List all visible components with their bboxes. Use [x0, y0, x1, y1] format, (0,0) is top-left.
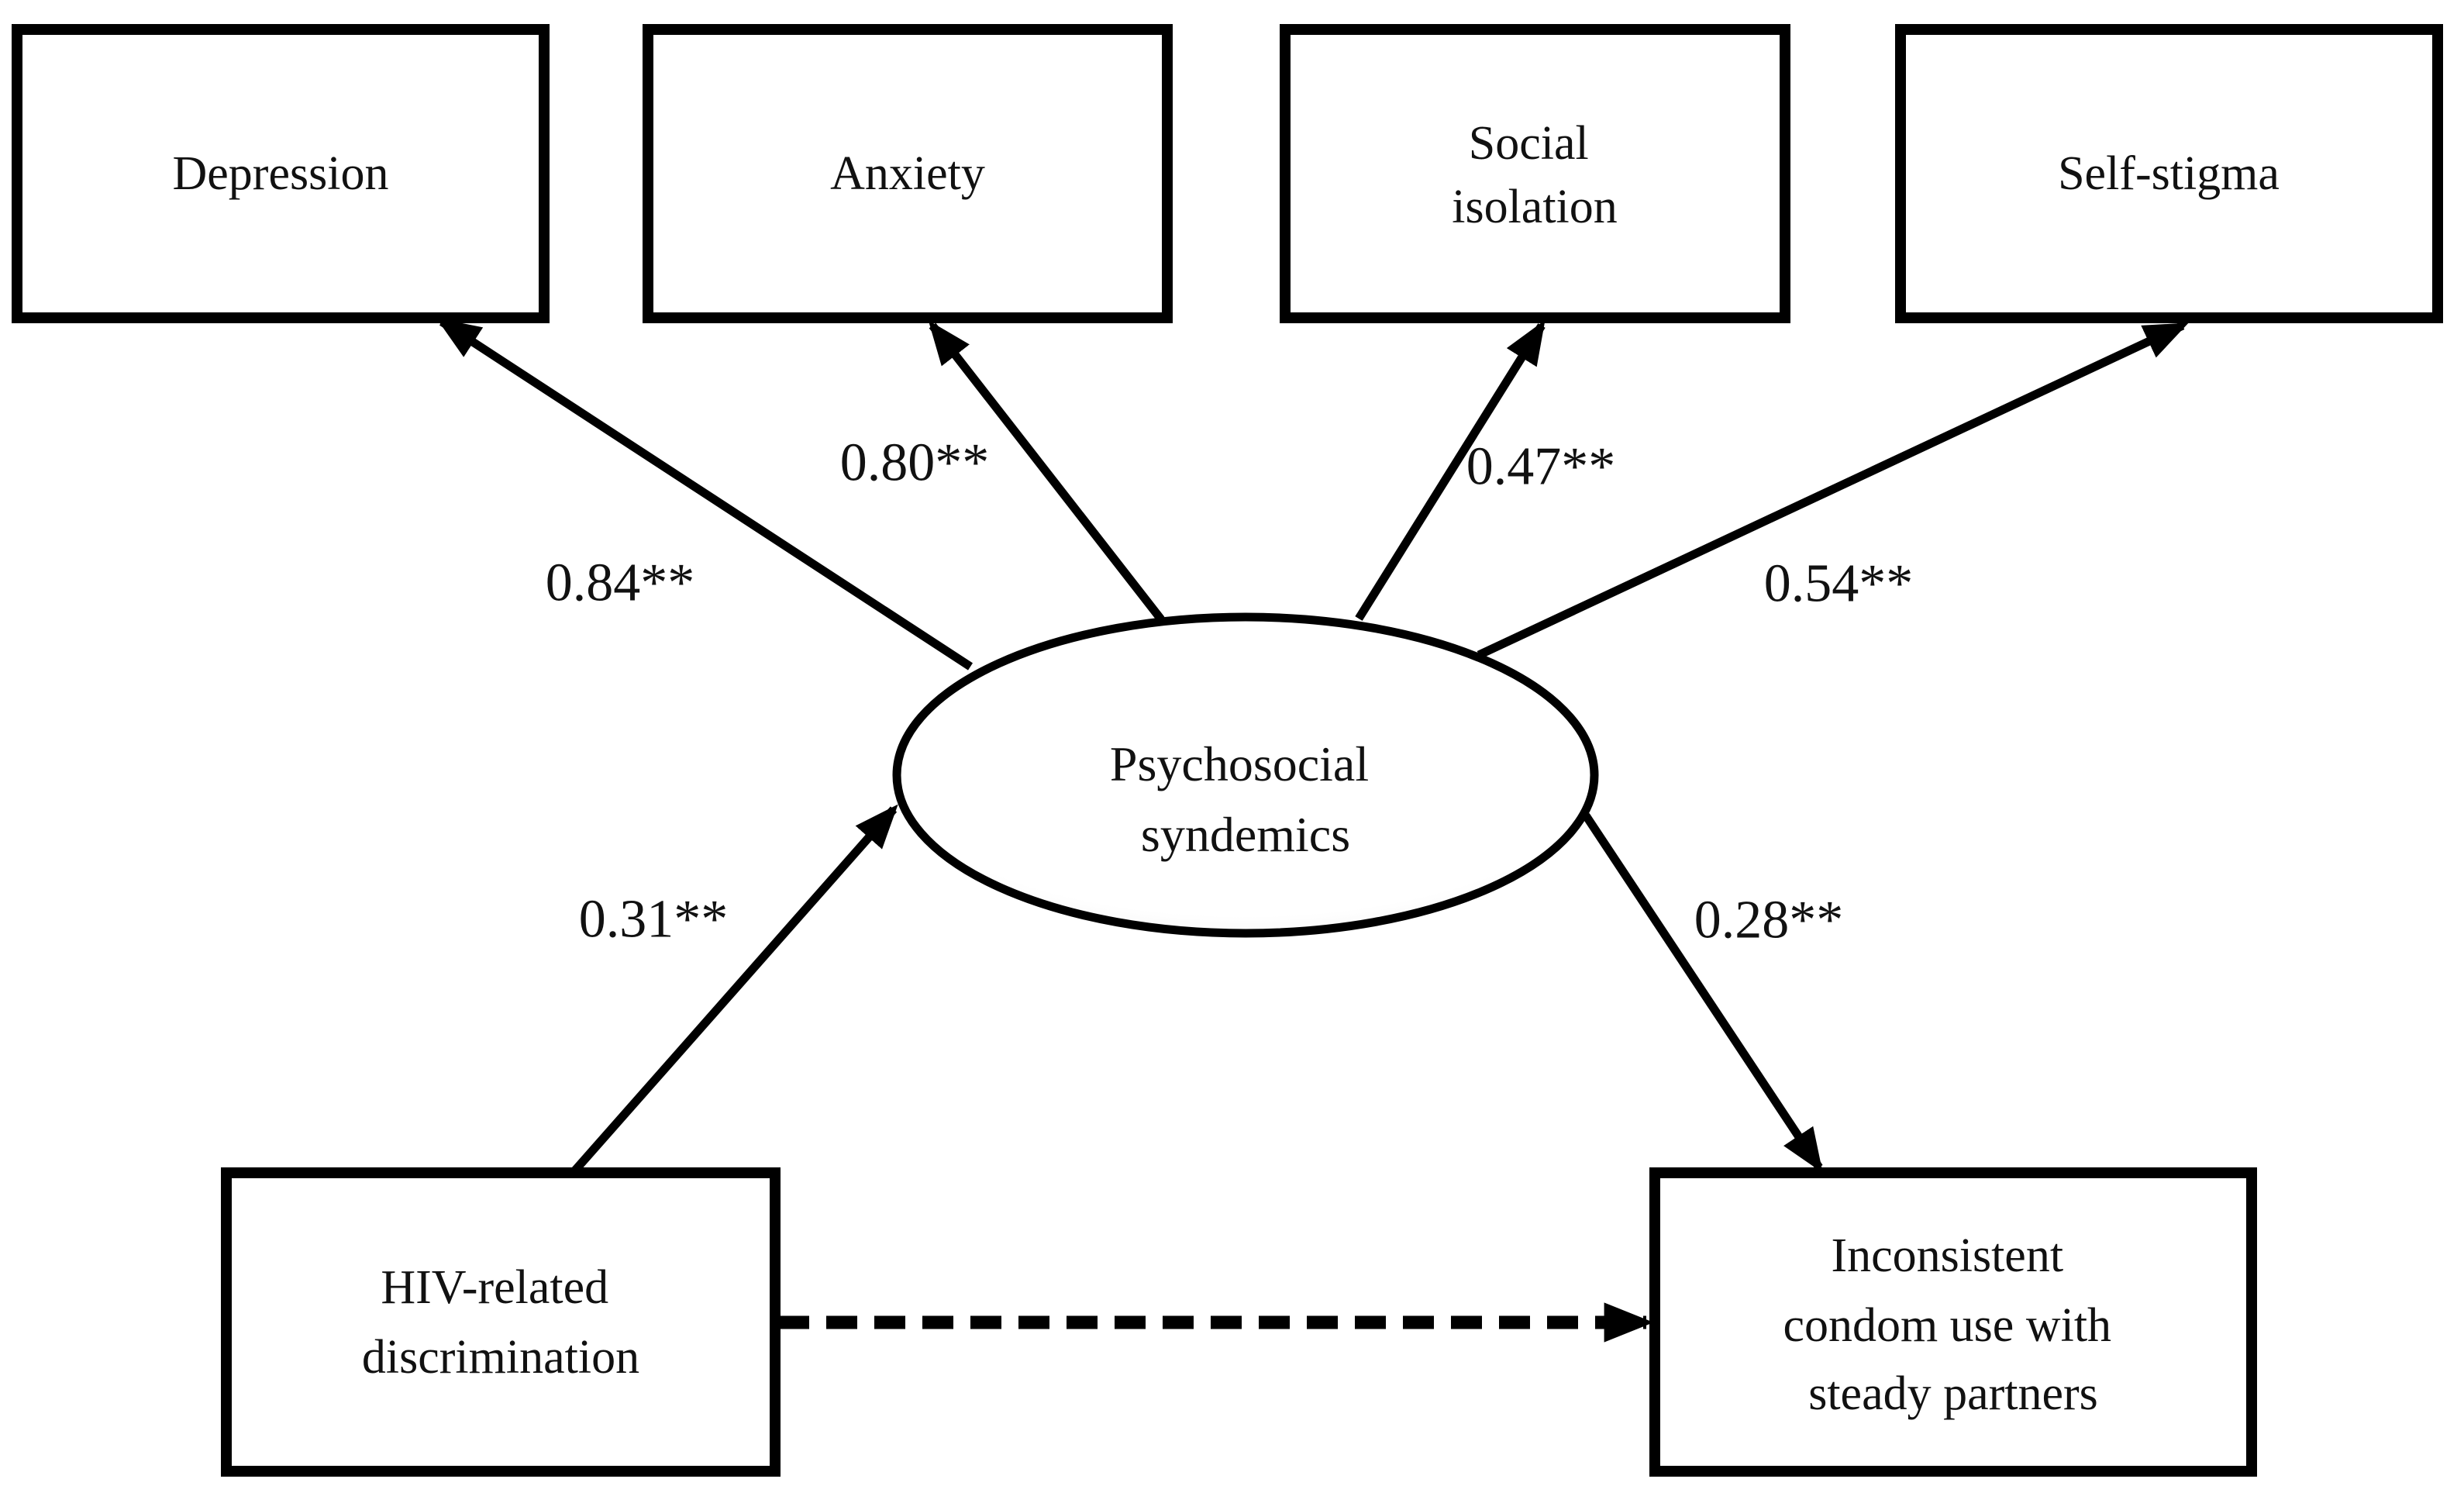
inconsistent-condom-use-label: Inconsistent condom use with steady part… — [1783, 1229, 2123, 1420]
psychosocial-syndemics-label: Psychosocial syndemics — [1110, 736, 1381, 862]
inconsistent-condom-use-box — [1649, 1167, 2257, 1477]
coefficient-label-hiv-to-syndemics: 0.31** — [579, 890, 729, 950]
psychosocial-syndemics-ellipse — [892, 612, 1599, 938]
node-self-stigma: Self-stigma — [1895, 24, 2443, 323]
edge-syndemics-to-social-isolation — [1355, 319, 1546, 621]
hiv-discrimination-box — [221, 1167, 781, 1477]
self-stigma-box — [1895, 24, 2443, 323]
edge-syndemics-to-condom-use — [1582, 812, 1823, 1174]
edge-syndemics-to-self-stigma — [1477, 322, 2189, 659]
edge-syndemics-to-depression — [436, 318, 974, 671]
node-social-isolation: Social isolation — [1280, 24, 1790, 323]
coefficient-label-anxiety: 0.80** — [840, 433, 990, 493]
self-stigma-label: Self-stigma — [2058, 147, 2280, 200]
anxiety-box — [643, 24, 1173, 323]
social-isolation-label: Social isolation — [1452, 117, 1618, 233]
coefficient-label-syndemics-to-condom: 0.28** — [1694, 891, 1844, 950]
coefficient-label-depression: 0.84** — [546, 553, 695, 613]
depression-label: Depression — [173, 147, 389, 200]
node-anxiety: Anxiety — [643, 24, 1173, 323]
edge-hiv-discrimination-to-syndemics — [570, 804, 898, 1175]
hiv-discrimination-label: HIV-related discrimination — [362, 1261, 639, 1384]
node-depression: Depression — [12, 24, 550, 323]
depression-box — [12, 24, 550, 323]
coefficient-label-self-stigma: 0.54** — [1764, 554, 1914, 614]
anxiety-label: Anxiety — [830, 147, 985, 200]
coefficient-label-social-isolation: 0.47** — [1466, 437, 1616, 497]
social-isolation-box — [1280, 24, 1790, 323]
node-hiv-discrimination: HIV-related discrimination — [221, 1167, 781, 1477]
node-psychosocial-syndemics: Psychosocial syndemics — [892, 612, 1599, 938]
node-inconsistent-condom-use: Inconsistent condom use with steady part… — [1649, 1167, 2257, 1477]
edge-syndemics-to-anxiety — [928, 320, 1165, 622]
